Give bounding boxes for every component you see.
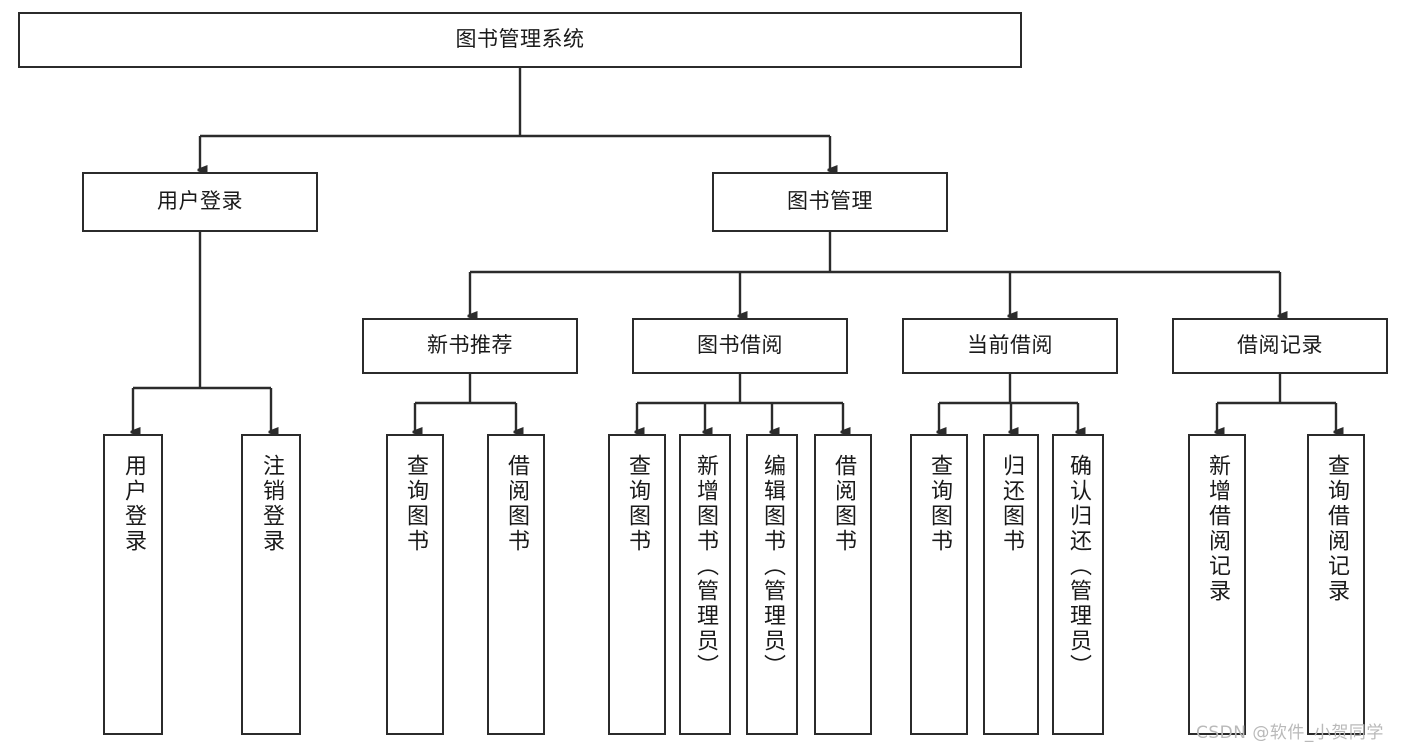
node-book_manage-label: 图书管理 xyxy=(787,189,873,214)
node-leaf_query_book_c[interactable]: 查询图书 xyxy=(910,434,968,735)
node-root-label: 图书管理系统 xyxy=(455,27,585,52)
node-leaf_edit_book[interactable]: 编辑图书（管理员） xyxy=(746,434,798,735)
node-leaf_return_book[interactable]: 归还图书 xyxy=(983,434,1039,735)
node-leaf_confirm_return-label: 确认归还（管理员） xyxy=(1066,454,1091,679)
node-leaf_borrow_book_rec-label: 借阅图书 xyxy=(504,454,529,554)
node-leaf_return_book-label: 归还图书 xyxy=(999,454,1024,554)
node-leaf_edit_book-label: 编辑图书（管理员） xyxy=(760,454,785,679)
node-leaf_query_record-label: 查询借阅记录 xyxy=(1324,454,1349,604)
node-leaf_borrow_book_b[interactable]: 借阅图书 xyxy=(814,434,872,735)
node-current_borrow[interactable]: 当前借阅 xyxy=(902,318,1118,374)
csdn-watermark: CSDN @软件_小贺同学 xyxy=(1196,723,1384,743)
node-leaf_user_login-label: 用户登录 xyxy=(121,454,146,554)
node-leaf_query_record[interactable]: 查询借阅记录 xyxy=(1307,434,1365,735)
node-borrow_record[interactable]: 借阅记录 xyxy=(1172,318,1388,374)
node-leaf_logout-label: 注销登录 xyxy=(259,454,284,554)
node-leaf_add_record[interactable]: 新增借阅记录 xyxy=(1188,434,1246,735)
node-user_login-label: 用户登录 xyxy=(157,189,243,214)
node-leaf_query_book_b[interactable]: 查询图书 xyxy=(608,434,666,735)
node-new_book_rec-label: 新书推荐 xyxy=(427,333,513,358)
node-leaf_borrow_book_rec[interactable]: 借阅图书 xyxy=(487,434,545,735)
node-book_borrow-label: 图书借阅 xyxy=(697,333,783,358)
node-leaf_add_book[interactable]: 新增图书（管理员） xyxy=(679,434,731,735)
node-current_borrow-label: 当前借阅 xyxy=(967,333,1053,358)
node-leaf_logout[interactable]: 注销登录 xyxy=(241,434,301,735)
node-leaf_borrow_book_b-label: 借阅图书 xyxy=(831,454,856,554)
node-leaf_query_book_c-label: 查询图书 xyxy=(927,454,952,554)
node-new_book_rec[interactable]: 新书推荐 xyxy=(362,318,578,374)
node-leaf_add_book-label: 新增图书（管理员） xyxy=(693,454,718,679)
node-user_login[interactable]: 用户登录 xyxy=(82,172,318,232)
node-borrow_record-label: 借阅记录 xyxy=(1237,333,1323,358)
node-book_borrow[interactable]: 图书借阅 xyxy=(632,318,848,374)
node-root[interactable]: 图书管理系统 xyxy=(18,12,1022,68)
node-leaf_user_login[interactable]: 用户登录 xyxy=(103,434,163,735)
node-book_manage[interactable]: 图书管理 xyxy=(712,172,948,232)
node-leaf_add_record-label: 新增借阅记录 xyxy=(1205,454,1230,604)
node-leaf_query_book_rec[interactable]: 查询图书 xyxy=(386,434,444,735)
node-leaf_confirm_return[interactable]: 确认归还（管理员） xyxy=(1052,434,1104,735)
node-leaf_query_book_b-label: 查询图书 xyxy=(625,454,650,554)
node-leaf_query_book_rec-label: 查询图书 xyxy=(403,454,428,554)
